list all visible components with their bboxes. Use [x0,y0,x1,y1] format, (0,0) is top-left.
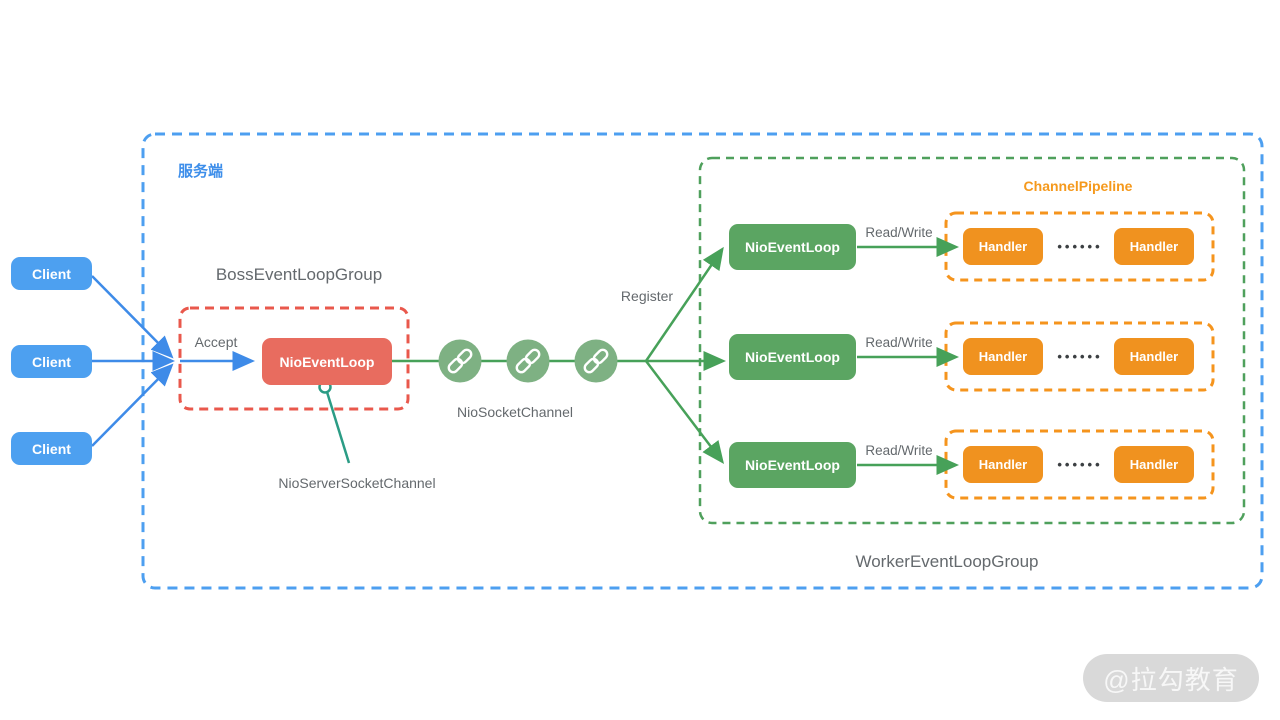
handler-box: Handler [1114,446,1194,483]
nioserversocketchannel-label: NioServerSocketChannel [278,475,436,491]
client-box: Client [11,257,92,290]
server-socket-pointer-line [325,391,351,464]
register-label: Register [620,288,674,304]
client-box: Client [11,432,92,465]
ellipsis-dots: •••••• [1057,349,1103,364]
worker-nioeventloop-box: NioEventLoop [729,224,856,270]
chain-link-icon [438,339,482,383]
accept-label: Accept [194,334,238,350]
worker-group-title: WorkerEventLoopGroup [855,552,1039,571]
client-box: Client [11,345,92,378]
handler-box: Handler [963,228,1043,265]
handler-box: Handler [1114,338,1194,375]
client1-arrow [91,275,174,359]
worker-group-dashed-box [698,156,1246,525]
register-arrow-3 [645,360,725,464]
handler-box: Handler [963,338,1043,375]
readwrite-label: Read/Write [865,225,933,240]
ellipsis-dots: •••••• [1057,457,1103,472]
handler-box: Handler [1114,228,1194,265]
watermark-badge: @拉勾教育 [1083,654,1259,702]
niosocketchannel-label: NioSocketChannel [457,404,573,420]
chain-link-icon [506,339,550,383]
pipeline-dashed-box-1 [944,211,1215,282]
server-side-label: 服务端 [178,163,224,180]
ellipsis-dots: •••••• [1057,239,1103,254]
register-arrow-1 [644,246,724,362]
chain-link-icon [574,339,618,383]
worker-nioeventloop-box: NioEventLoop [729,442,856,488]
readwrite-label: Read/Write [865,335,933,350]
boss-group-dashed-box [178,306,410,411]
pipeline-dashed-box-3 [944,429,1215,500]
worker-nioeventloop-box: NioEventLoop [729,334,856,380]
handler-box: Handler [963,446,1043,483]
readwrite-label: Read/Write [865,443,933,458]
boss-group-title: BossEventLoopGroup [215,265,383,284]
channelpipeline-label: ChannelPipeline [1023,178,1133,194]
boss-nioeventloop-box: NioEventLoop [262,338,392,385]
pipeline-dashed-box-2 [944,321,1215,392]
client3-arrow [91,363,174,447]
